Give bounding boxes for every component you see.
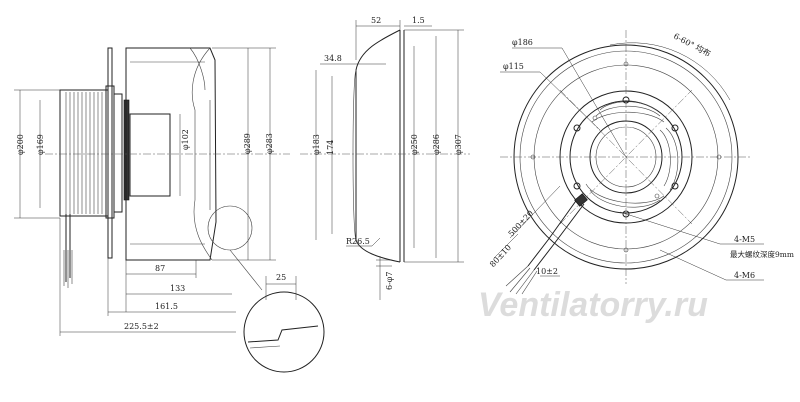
dim-133: 133 xyxy=(126,284,232,295)
label-phi289: φ289 xyxy=(243,133,252,154)
label-phi200: φ200 xyxy=(16,134,25,155)
label-phi283: φ283 xyxy=(265,133,274,154)
motor-fins xyxy=(65,92,103,214)
label-phi286: φ286 xyxy=(432,134,441,155)
label-phi102: φ102 xyxy=(181,129,190,150)
label-80: 80±10 xyxy=(488,243,513,269)
dim-phi286: φ286 xyxy=(432,36,441,258)
label-25: 25 xyxy=(276,273,286,282)
label-m6: 4-M6 xyxy=(734,271,755,280)
dim-225-5: 225.5±2 xyxy=(59,218,236,336)
power-cable xyxy=(63,214,73,288)
dim-phi102: φ102 xyxy=(179,114,190,196)
detail-view-circle xyxy=(243,291,325,373)
label-87: 87 xyxy=(155,264,165,273)
dim-1-5: 1.5 xyxy=(399,16,432,30)
label-174: 174 xyxy=(326,140,335,155)
dim-52: 52 xyxy=(355,16,400,60)
dim-phi200: φ200 xyxy=(14,89,60,219)
motor-housing xyxy=(59,89,109,217)
dim-phi283: φ283 xyxy=(212,47,276,261)
dim-500: 500±20 xyxy=(507,185,561,239)
dim-80: 80±10 xyxy=(488,233,519,269)
dim-phi289: φ289 xyxy=(243,48,252,260)
dim-phi250: φ250 xyxy=(410,46,419,248)
angle-arc xyxy=(609,42,731,101)
inlet-view: 52 1.5 34.8 φ183 174 φ250 φ286 xyxy=(300,16,470,300)
dim-161-5: 161.5 xyxy=(107,258,236,316)
label-m5-note: 最大螺纹深度9mm xyxy=(730,249,794,259)
label-133: 133 xyxy=(170,284,185,293)
label-34-8: 34.8 xyxy=(324,54,342,63)
dim-10: 10±2 xyxy=(536,267,560,277)
side-view: φ200 φ169 φ102 φ289 φ283 87 xyxy=(14,47,325,373)
dim-174: 174 xyxy=(326,76,335,234)
dim-phi307: φ307 xyxy=(404,29,464,263)
dim-6-phi7: 6-φ7 xyxy=(376,256,394,300)
mounting-flange xyxy=(107,47,113,259)
label-phi115: φ115 xyxy=(503,62,524,71)
label-phi250: φ250 xyxy=(410,134,419,155)
label-phi183: φ183 xyxy=(312,134,321,155)
label-52: 52 xyxy=(371,16,381,25)
dim-phi183: φ183 xyxy=(312,70,321,240)
hub xyxy=(129,113,171,197)
leader-m6: 4-M6 xyxy=(659,249,764,281)
label-r26-5: R26.5 xyxy=(346,237,370,246)
label-225-5: 225.5±2 xyxy=(124,322,159,331)
leader-m5: 4-M5 最大螺纹深度9mm xyxy=(619,211,794,259)
dim-25: 25 xyxy=(265,273,297,300)
label-phi186: φ186 xyxy=(512,38,533,47)
dim-phi169: φ169 xyxy=(36,100,45,208)
label-phi307: φ307 xyxy=(454,134,463,155)
front-cable xyxy=(505,193,588,295)
leader-phi115: φ115 xyxy=(500,62,601,131)
label-phi169: φ169 xyxy=(36,134,45,155)
dim-r26-5: R26.5 xyxy=(346,237,381,247)
dim-87: 87 xyxy=(125,260,197,312)
cooling-ribs xyxy=(585,101,679,208)
inlet-ring-profile xyxy=(355,29,401,263)
label-161-5: 161.5 xyxy=(155,302,178,311)
label-10: 10±2 xyxy=(536,267,558,276)
dim-34-8: 34.8 xyxy=(320,54,386,65)
label-6-phi7: 6-φ7 xyxy=(385,272,394,290)
label-angle: 6-60° 均布 xyxy=(672,31,712,59)
label-500: 500±20 xyxy=(507,209,536,239)
front-view: 6-60° 均布 φ186 φ115 500±20 80±10 10±2 4-M xyxy=(488,30,794,295)
leader-phi186: φ186 xyxy=(512,38,627,158)
watermark: Ventilatorry.ru xyxy=(478,286,708,324)
label-1-5: 1.5 xyxy=(412,16,425,25)
label-m5: 4-M5 xyxy=(734,235,755,244)
